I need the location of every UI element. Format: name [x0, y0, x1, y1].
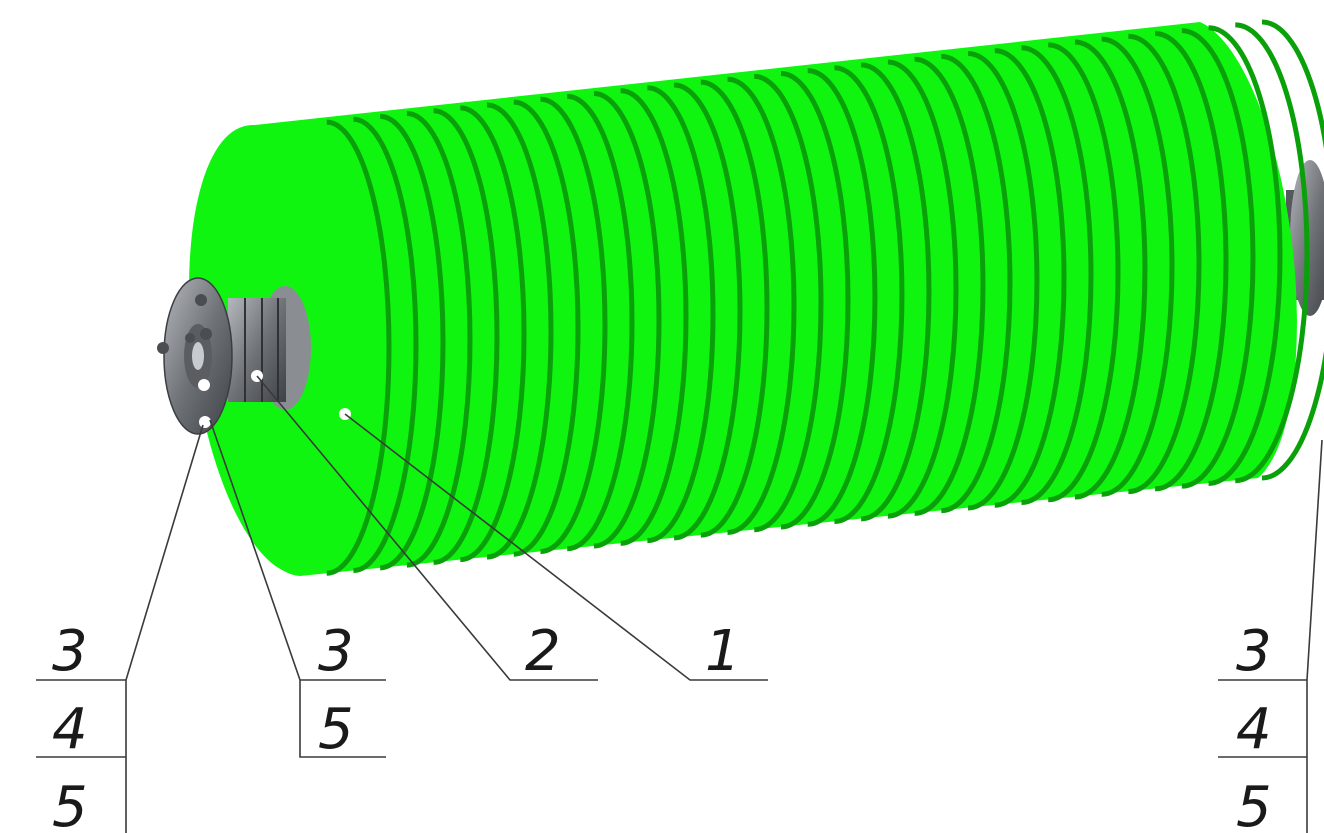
drum-groove	[647, 85, 716, 544]
drum-groove	[620, 88, 689, 546]
drum-groove	[1128, 33, 1202, 495]
bolt-head	[195, 294, 207, 306]
drum-groove	[460, 105, 527, 563]
callout-hub-1: 3	[318, 619, 354, 684]
drum-groove	[727, 76, 797, 535]
bolt-head	[185, 333, 195, 343]
bolt-head	[157, 342, 169, 354]
drum-groove	[1021, 45, 1094, 505]
drum-groove	[674, 82, 743, 541]
drum-groove	[968, 50, 1040, 511]
left-shaft-hub	[157, 277, 311, 435]
drum-groove	[1074, 39, 1148, 500]
drum-groove	[941, 53, 1013, 514]
callout-left-1: 3	[52, 619, 88, 684]
drum-grooves	[326, 19, 1324, 576]
drum-groove	[1181, 28, 1256, 489]
drum-groove	[1208, 25, 1283, 486]
drum-groove	[994, 48, 1067, 508]
drum-groove	[513, 99, 581, 557]
drum-groove	[887, 59, 959, 519]
callout-right-2: 4	[1236, 697, 1272, 762]
drum-groove	[1048, 42, 1121, 503]
drum-groove	[807, 68, 878, 527]
bolt-head	[200, 328, 212, 340]
drum-groove	[567, 93, 635, 552]
drum-body	[189, 19, 1324, 576]
drum-groove	[754, 73, 824, 533]
callout-drum: 1	[705, 619, 741, 684]
drum-groove	[487, 102, 554, 560]
drum-groove	[433, 108, 500, 565]
callout-left-2: 4	[52, 697, 88, 762]
drum-groove	[380, 113, 446, 571]
drum-groove	[593, 91, 662, 549]
drum-groove	[861, 62, 932, 522]
callout-shaft: 2	[525, 619, 561, 684]
callout-hub-2: 5	[318, 697, 354, 762]
drum-groove	[914, 56, 986, 516]
drum-groove	[540, 96, 608, 554]
drum-groove	[1101, 36, 1175, 497]
drum-groove	[1235, 22, 1310, 484]
drum-groove	[780, 71, 851, 530]
callout-right-1: 3	[1236, 619, 1272, 684]
drum-groove	[326, 119, 392, 576]
drum-groove	[1261, 19, 1324, 481]
drum-groove	[406, 111, 473, 568]
drum-groove	[1155, 30, 1229, 492]
callout-right-3: 5	[1236, 775, 1272, 833]
drum-groove	[834, 65, 905, 525]
leader-lines	[36, 375, 1323, 833]
drum-groove	[353, 116, 419, 574]
callout-left-3: 5	[52, 775, 88, 833]
drum-groove	[700, 79, 770, 538]
